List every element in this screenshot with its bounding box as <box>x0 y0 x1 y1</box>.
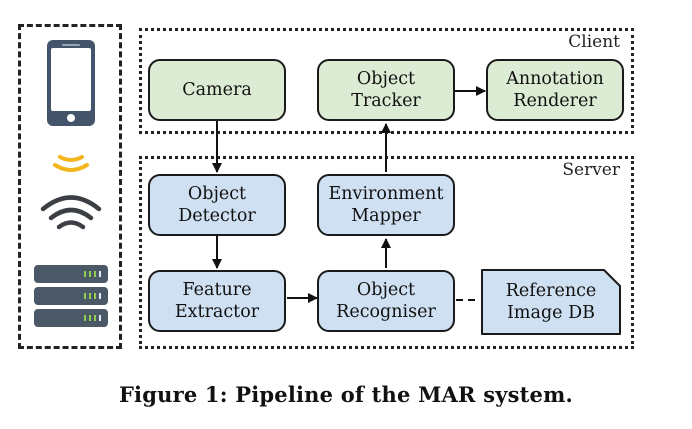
reference-image-db-label: Reference Image DB <box>505 281 597 323</box>
camera-node: Camera <box>148 59 286 121</box>
object-tracker-label: Object Tracker <box>351 69 421 111</box>
signal-arc-icon <box>53 155 89 172</box>
camera-label: Camera <box>182 80 252 100</box>
object-tracker-node: Object Tracker <box>317 59 455 121</box>
object-recogniser-label: Object Recogniser <box>336 280 436 322</box>
wifi-icon <box>40 195 102 230</box>
feature-extractor-node: Feature Extractor <box>148 270 286 332</box>
environment-mapper-node: Environment Mapper <box>317 174 455 236</box>
client-label: Client <box>568 32 620 52</box>
figure-caption: Figure 1: Pipeline of the MAR system. <box>118 382 574 407</box>
annotation-renderer-node: Annotation Renderer <box>486 59 624 121</box>
server-rack-icon <box>34 265 108 327</box>
smartphone-icon <box>47 40 95 126</box>
object-recogniser-node: Object Recogniser <box>317 270 455 332</box>
object-detector-node: Object Detector <box>148 174 286 236</box>
annotation-renderer-label: Annotation Renderer <box>506 69 604 111</box>
feature-extractor-label: Feature Extractor <box>174 280 260 322</box>
environment-mapper-label: Environment Mapper <box>328 184 444 226</box>
object-detector-label: Object Detector <box>178 184 256 226</box>
device-panel <box>18 24 122 349</box>
server-label: Server <box>562 160 620 180</box>
